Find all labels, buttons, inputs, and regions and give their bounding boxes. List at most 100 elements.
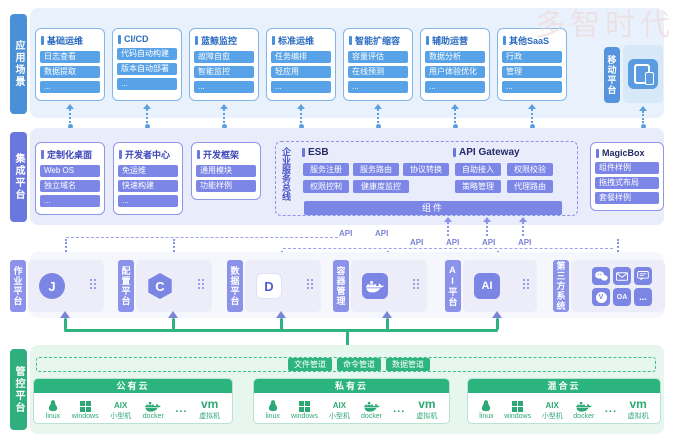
- card-title: 定制化桌面: [41, 148, 100, 161]
- title-bar: [41, 150, 44, 159]
- arrow-up-icon: [382, 311, 392, 318]
- esb-item: 权限控制: [303, 180, 349, 193]
- more-icon: ...: [634, 288, 652, 306]
- card-item: ...: [40, 195, 100, 207]
- dotted-line: [223, 109, 225, 123]
- green-trunk-down: [345, 330, 349, 358]
- docker-item: docker: [361, 398, 382, 420]
- dotted-line: [447, 222, 449, 236]
- more-icon: ...: [175, 403, 188, 415]
- card-title: MagicBox: [596, 148, 659, 158]
- more-dots-icon: [198, 279, 204, 289]
- windows-icon: [512, 398, 524, 412]
- vm-icon: vm: [418, 397, 436, 411]
- mail-icon: [613, 267, 631, 285]
- connector: [373, 104, 383, 129]
- card-title: 标准运维: [272, 34, 331, 47]
- arrow-up-icon: [374, 104, 382, 109]
- green-branch: [385, 318, 389, 330]
- card-item: 独立域名: [40, 180, 100, 192]
- title-bar: [195, 36, 198, 45]
- aix-icon: AIX: [114, 401, 128, 410]
- cloud-title: 混合云: [468, 379, 660, 393]
- dotted-line: [300, 109, 302, 123]
- connector: [638, 106, 648, 129]
- linux-penguin-icon: [48, 398, 58, 412]
- docker-whale-icon: [362, 273, 388, 299]
- vm-icon: vm: [629, 397, 647, 411]
- api-gateway-title: API Gateway: [453, 147, 520, 158]
- connector: [527, 104, 537, 129]
- esb-item: 服务路由: [353, 163, 399, 176]
- ai-platform-box: AI: [463, 260, 537, 312]
- card-title: 智能扩缩容: [349, 34, 408, 47]
- app-card-monitor: 蓝鲸监控 故障自愈 智能监控 ...: [189, 28, 259, 101]
- dotted-line: [69, 109, 71, 123]
- job-platform-label: 作业平台: [10, 260, 26, 312]
- connector: [142, 104, 152, 129]
- dotted-line: [377, 109, 379, 123]
- card-item: 轻应用: [271, 66, 331, 78]
- end-dot: [375, 124, 381, 129]
- card-item: 通用模块: [196, 165, 256, 177]
- card-item: 任务编排: [271, 51, 331, 63]
- card-item: ...: [194, 81, 254, 93]
- connector: [482, 217, 492, 236]
- int-card-devcenter: 开发者中心 免运维 快速构建 ...: [113, 142, 183, 215]
- card-item: ...: [118, 195, 178, 207]
- arrow-up-icon: [143, 104, 151, 109]
- sms-icon: [634, 267, 652, 285]
- card-item: 故障自愈: [194, 51, 254, 63]
- card-item: ...: [271, 81, 331, 93]
- card-item: 组件样例: [595, 162, 659, 174]
- card-title: 基础运维: [41, 34, 100, 47]
- app-card-std-ops: 标准运维 任务编排 轻应用 ...: [266, 28, 336, 101]
- data-platform-icon: D: [256, 273, 282, 299]
- api-label: API: [518, 238, 532, 247]
- pipeline-pill: 命令管道: [337, 358, 381, 371]
- job-platform-box: J: [28, 260, 104, 312]
- dotted-line: [146, 109, 148, 123]
- title-bar: [197, 150, 200, 159]
- esb-item: 服务注册: [303, 163, 349, 176]
- linux-item: linux: [266, 398, 280, 420]
- card-title: 其他SaaS: [503, 34, 562, 47]
- title-bar: [302, 148, 305, 157]
- component-bar: 组件: [304, 201, 562, 215]
- title-bar: [453, 148, 456, 157]
- title-bar: [118, 34, 121, 44]
- arrow-up-icon: [483, 217, 491, 222]
- mobile-platform-box: [623, 45, 663, 103]
- api-label: API: [482, 238, 496, 247]
- arrow-up-icon: [528, 104, 536, 109]
- more-item: ...: [605, 401, 617, 416]
- green-branch: [495, 318, 499, 330]
- card-item: 拖拽式布局: [595, 177, 659, 189]
- container-mgmt-box: [351, 260, 427, 312]
- card-item: 容量评估: [348, 51, 408, 63]
- int-card-desktop: 定制化桌面 Web OS 独立域名 ...: [35, 142, 105, 215]
- integration-layer-label: 集成平台: [10, 132, 27, 222]
- card-item: ...: [502, 81, 562, 93]
- connector: [450, 104, 460, 129]
- third-party-icon-grid: V OA ...: [592, 267, 652, 306]
- docker-item: docker: [143, 398, 164, 420]
- video-icon: V: [592, 288, 610, 306]
- arrow-up-icon: [639, 106, 647, 111]
- app-card-cicd: CI/CD 代码自动构建 版本自动部署 ...: [112, 28, 182, 101]
- gateway-item: 策略管理: [455, 180, 501, 193]
- mobile-devices-icon: [628, 59, 658, 89]
- title-bar: [426, 36, 429, 45]
- aix-icon: AIX: [332, 401, 347, 410]
- title-bar: [41, 36, 44, 45]
- dotted-line: [454, 109, 456, 123]
- connector: [518, 217, 528, 236]
- container-mgmt-label: 容器管理: [333, 260, 349, 312]
- config-platform-icon: C: [148, 273, 172, 299]
- card-item: 在线预测: [348, 66, 408, 78]
- mobile-platform-label: 移动平台: [604, 47, 620, 103]
- green-bus-line: [64, 329, 498, 332]
